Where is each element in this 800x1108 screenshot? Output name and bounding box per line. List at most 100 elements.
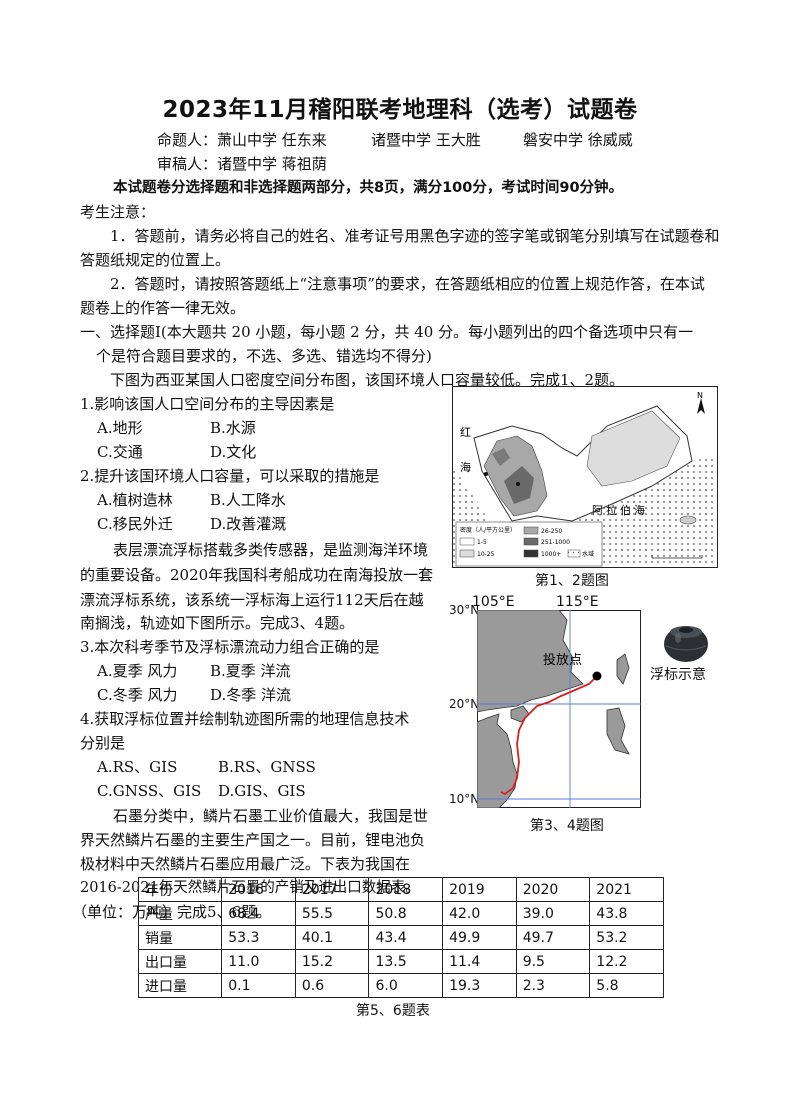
legend-item-4: 251-1000	[541, 539, 570, 546]
table-row: 销量 53.3 40.1 43.4 49.9 49.7 53.2	[137, 925, 664, 950]
lon-105-label: 105°E	[472, 594, 515, 610]
lat-20-label: 20°N	[449, 697, 480, 711]
stem-12: 下图为西亚某国人口密度空间分布图，该国环境人口容量较低。完成1、2题。	[110, 371, 625, 389]
table-header-cell: 2019	[442, 877, 517, 902]
q4-option-a: A.RS、GIS	[97, 758, 178, 776]
q2-option-b: B.人工降水	[210, 491, 286, 509]
q4-text-1: 4.获取浮标位置并绘制轨迹图所需的地理信息技术	[80, 710, 410, 728]
q3-option-d: D.冬季 洋流	[210, 686, 292, 704]
q2-option-d: D.改善灌溉	[210, 515, 287, 533]
red-sea-label-2: 海	[460, 460, 471, 474]
table-row: 出口量 11.0 15.2 13.5 11.4 9.5 12.2	[137, 949, 664, 974]
page-title: 2023年11月稽阳联考地理科（选考）试题卷	[162, 97, 638, 123]
stem56-l3: 极材料中天然鳞片石墨应用最广泛。下表为我国在	[80, 855, 411, 873]
stem34-l4: 南搁浅，轨迹如下图所示。完成3、4题。	[80, 614, 355, 632]
notice-item2b: 题卷上的作答一律无效。	[80, 299, 246, 317]
q1-option-a: A.地形	[97, 419, 143, 437]
q3-option-a: A.夏季 风力	[97, 662, 178, 680]
buoy-label: 浮标示意	[650, 667, 706, 683]
table-cell: 39.0	[515, 901, 591, 926]
table-cell: 12.2	[589, 949, 664, 974]
table-cell: 2.3	[515, 973, 591, 998]
stem34-l2: 的重要设备。2020年我国科考船成功在南海投放一套	[80, 566, 434, 584]
q2-text: 2.提升该国环境人口容量，可以采取的措施是	[80, 467, 380, 485]
reviewer: 审稿人：诸暨中学 蒋祖荫	[157, 155, 327, 173]
table-cell: 11.0	[221, 949, 296, 974]
q1-option-b: B.水源	[210, 419, 256, 437]
table-header-row: 年份 2016 2017 2018 2019 2020 2021	[137, 877, 664, 902]
notice-item1a: 1．答题前，请务必将自己的姓名、准考证号用黑色字迹的签字笔或钢笔分别填写在试题卷…	[110, 227, 720, 245]
table-header-cell: 2016	[221, 877, 296, 902]
table-cell: 6.0	[368, 973, 444, 998]
table-cell: 0.6	[294, 973, 370, 998]
map-legend: 密度（人/平方公里） 1-5 10-25 26-250 251-1000 100…	[455, 521, 603, 567]
table-cell: 13.5	[368, 949, 444, 974]
table-cell: 5.8	[589, 973, 664, 998]
release-point-label: 投放点	[543, 652, 582, 668]
arabian-sea-label: 阿拉伯海	[592, 503, 648, 517]
legend-item-1: 1-5	[477, 539, 487, 546]
table-cell: 49.7	[515, 925, 591, 950]
q1-option-c: C.交通	[97, 443, 143, 461]
table-cell: 55.5	[294, 901, 370, 926]
buoy-track-map: 投放点	[477, 610, 641, 808]
section1-line-b: 个是符合题目要求的，不选、多选、错选均不得分)	[96, 347, 432, 365]
q4-option-b: B.RS、GNSS	[218, 758, 316, 776]
table-header-cell: 2021	[589, 877, 664, 902]
lat-10-label: 10°N	[449, 792, 480, 806]
stem34-l3: 漂流浮标系统，该系统一浮标海上运行112天后在越	[80, 591, 424, 609]
map2-caption: 第3、4题图	[530, 818, 604, 834]
table-row: 进口量 0.1 0.6 6.0 19.3 2.3 5.8	[137, 973, 664, 998]
table-cell: 53.2	[589, 925, 664, 950]
buoy-icon	[664, 626, 708, 662]
table-cell: 40.1	[294, 925, 370, 950]
table-cell: 产量	[137, 901, 223, 926]
north-arrow-icon	[697, 398, 705, 414]
q2-option-c: C.移民外迁	[97, 515, 173, 533]
table-row: 产量 68.4 55.5 50.8 42.0 39.0 43.8	[137, 901, 664, 926]
table-cell: 11.4	[442, 949, 517, 974]
table-cell: 68.4	[221, 901, 296, 926]
table-cell: 42.0	[442, 901, 517, 926]
legend-item-3: 26-250	[541, 528, 562, 535]
q3-option-c: C.冬季 风力	[97, 686, 178, 704]
q1-option-d: D.文化	[210, 443, 257, 461]
legend-item-2: 10-25	[477, 551, 495, 558]
table-header-cell: 2020	[515, 877, 591, 902]
table-cell: 50.8	[368, 901, 444, 926]
author-2: 诸暨中学 王大胜	[371, 131, 481, 149]
q4-option-d: D.GIS、GIS	[218, 782, 306, 800]
table-header-cell: 2018	[368, 877, 444, 902]
table-cell: 15.2	[294, 949, 370, 974]
q2-option-a: A.植树造林	[97, 491, 173, 509]
q3-text: 3.本次科考季节及浮标漂流动力组合正确的是	[80, 638, 380, 656]
table-caption: 第5、6题表	[356, 1003, 430, 1019]
legend-item-5: 1000+	[541, 551, 561, 558]
table-cell: 0.1	[221, 973, 296, 998]
table-cell: 进口量	[137, 973, 223, 998]
q4-option-c: C.GNSS、GIS	[97, 782, 202, 800]
table-cell: 53.3	[221, 925, 296, 950]
author-1: 命题人：萧山中学 任东来	[157, 131, 327, 149]
stem56-l1: 石墨分类中，鳞片石墨工业价值最大，我国是世	[113, 807, 429, 825]
notice-item1b: 答题纸规定的位置上。	[80, 251, 231, 269]
table-cell: 43.4	[368, 925, 444, 950]
table-cell: 19.3	[442, 973, 517, 998]
table-cell: 销量	[137, 925, 223, 950]
buoy-track-line	[500, 675, 598, 796]
q4-text-2: 分别是	[80, 734, 126, 752]
lon-115-label: 115°E	[556, 594, 599, 610]
section1-line-a: 一、选择题Ⅰ(本大题共 20 小题，每小题 2 分，共 40 分。每小题列出的四…	[80, 323, 694, 341]
legend-item-6: 水域	[582, 550, 594, 558]
stem56-l2: 界天然鳞片石墨的主要生产国之一。目前，锂电池负	[80, 831, 426, 849]
intro-text: 本试题卷分选择题和非选择题两部分，共8页，满分100分，考试时间90分钟。	[113, 180, 624, 196]
red-sea-label-1: 红	[460, 426, 471, 439]
population-density-map: 红 海 阿拉伯海 N 密度（人/平方公里） 1-5 10-25 26-250 2…	[452, 386, 718, 568]
map1-caption: 第1、2题图	[535, 573, 609, 589]
table-cell: 9.5	[515, 949, 591, 974]
table-cell: 49.9	[442, 925, 517, 950]
legend-title: 密度（人/平方公里）	[460, 526, 516, 534]
notice-heading: 考生注意：	[80, 203, 156, 221]
table-cell: 出口量	[137, 949, 223, 974]
q1-text: 1.影响该国人口空间分布的主导因素是	[80, 395, 335, 413]
